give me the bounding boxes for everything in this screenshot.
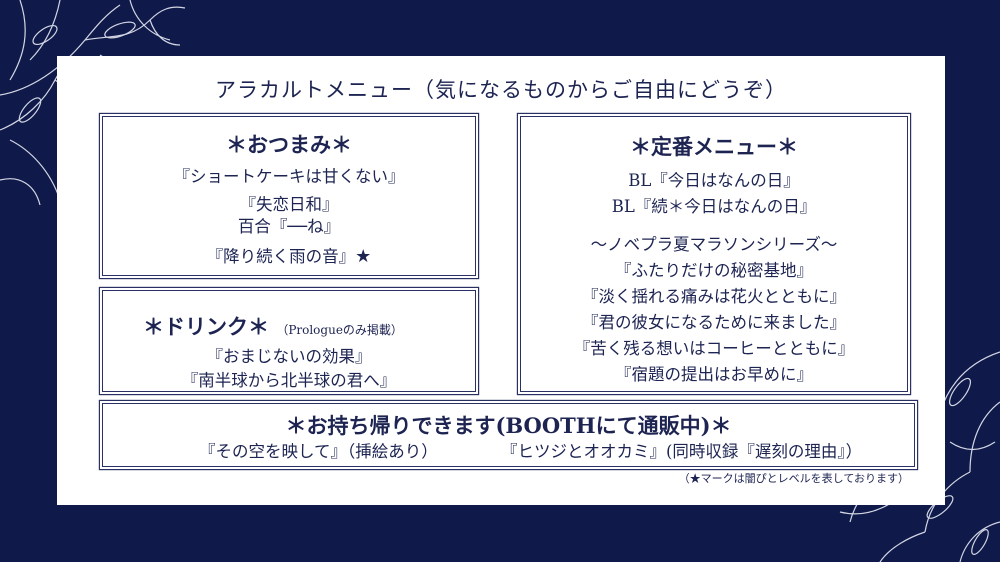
list-item: 『南半球から北半球の君へ』: [181, 371, 397, 390]
list-item: 『失恋日和』: [239, 195, 339, 214]
otsumami-heading: ＊おつまみ＊: [226, 132, 352, 157]
footnote: （★マークは闇ぴとレベルを表しております）: [678, 472, 909, 485]
teiban-heading: ＊定番メニュー＊: [630, 134, 798, 159]
lily-flower-icon: [0, 0, 186, 206]
list-item: 『その空を映して』（挿絵あり）: [199, 442, 438, 461]
menu-card: アラカルトメニュー（気になるものからご自由にどうぞ） ＊おつまみ＊ 『ショートケ…: [57, 56, 945, 505]
list-item: 『おまじないの効果』: [206, 347, 372, 366]
booth-section: ＊お持ち帰りできます(BOOTHにて通販中)＊ 『その空を映して』（挿絵あり） …: [102, 403, 915, 467]
drink-heading: ＊ドリンク＊: [143, 314, 269, 339]
list-item: 『ヒツジとオオカミ』(同時収録『遅刻の理由』）: [501, 442, 863, 461]
drink-heading-row: ＊ドリンク＊ （Prologueのみ掲載）: [143, 311, 475, 341]
list-item: BL『今日はなんの日』: [628, 171, 800, 190]
list-item: BL『続＊今日はなんの日』: [611, 197, 817, 216]
list-item: 『降り続く雨の音』★: [103, 243, 475, 267]
star-mark: ★: [355, 246, 372, 267]
series-title: 〜ノベプラ夏マラソンシリーズ〜: [590, 235, 838, 254]
page-title: アラカルトメニュー（気になるものからご自由にどうぞ）: [215, 78, 787, 102]
otsumami-section: ＊おつまみ＊ 『ショートケーキは甘くない』 『失恋日和』 百合『──ね』 『降り…: [102, 116, 476, 276]
drink-note: （Prologueのみ掲載）: [276, 323, 403, 337]
list-item: 『苦く残る想いはコーヒーとともに』: [573, 339, 855, 358]
list-item-label: 『降り続く雨の音』: [206, 247, 356, 266]
list-item: 『ショートケーキは甘くない』: [173, 167, 405, 186]
drink-section: ＊ドリンク＊ （Prologueのみ掲載） 『おまじないの効果』 『南半球から北…: [102, 290, 476, 392]
teiban-section: ＊定番メニュー＊ BL『今日はなんの日』 BL『続＊今日はなんの日』 〜ノベプラ…: [520, 116, 908, 392]
list-item: 『君の彼女になるために来ました』: [582, 313, 846, 332]
list-item: 『宿題の提出はお早めに』: [615, 365, 813, 384]
list-item: 百合『──ね』: [237, 217, 341, 236]
booth-heading: ＊お持ち帰りできます(BOOTHにて通販中)＊: [285, 413, 732, 438]
list-item: 『ふたりだけの秘密基地』: [615, 261, 813, 280]
list-item: 『淡く揺れる痛みは花火とともに』: [582, 287, 846, 306]
